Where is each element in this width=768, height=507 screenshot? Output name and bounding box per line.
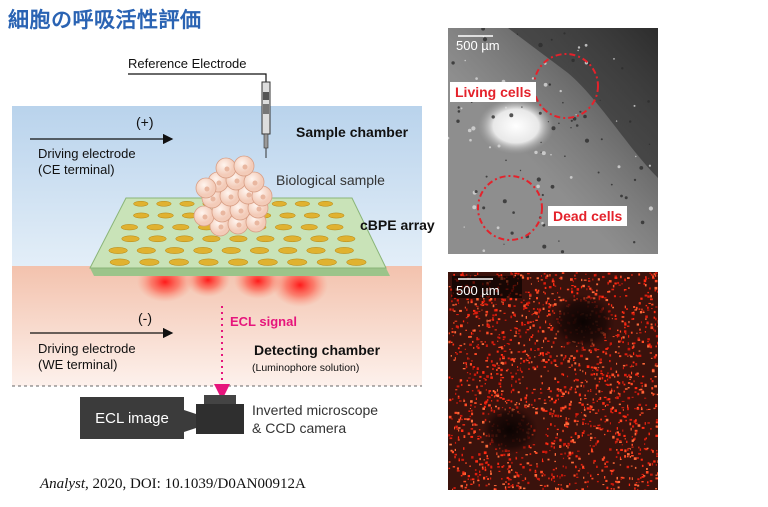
electrode-disc bbox=[346, 258, 367, 266]
electrode-disc-grid bbox=[108, 201, 367, 266]
electrode-disc bbox=[157, 212, 174, 219]
electrode-disc bbox=[109, 258, 130, 266]
driving-electrode-ce-label: Driving electrode bbox=[38, 146, 136, 161]
biological-sample-label: Biological sample bbox=[276, 172, 385, 188]
electrode-disc bbox=[316, 258, 337, 266]
electrode-disc bbox=[198, 258, 219, 266]
electrode-disc bbox=[249, 247, 270, 254]
electrode-disc bbox=[121, 235, 140, 243]
electrode-disc bbox=[146, 224, 164, 231]
electrode-disc bbox=[228, 258, 249, 266]
electrode-disc bbox=[229, 235, 248, 243]
electrode-disc bbox=[221, 247, 241, 254]
electrode-disc bbox=[168, 258, 189, 266]
electrode-disc bbox=[326, 224, 344, 231]
electrode-disc bbox=[120, 224, 138, 231]
biological-sample-cells bbox=[193, 155, 273, 237]
electrode-disc bbox=[337, 235, 356, 243]
ce-terminal-label: (CE terminal) bbox=[38, 162, 115, 177]
cbpe-array-label: cBPE array bbox=[360, 217, 435, 233]
sample-chamber-label: Sample chamber bbox=[296, 124, 409, 140]
electrode-disc bbox=[256, 235, 275, 243]
plus-sign: (+) bbox=[136, 114, 154, 130]
electrode-disc bbox=[202, 235, 221, 243]
dead-cells-label: Dead cells bbox=[548, 206, 628, 226]
citation-journal: Analyst bbox=[40, 476, 85, 492]
electrode-disc bbox=[278, 247, 298, 254]
electrode-disc bbox=[133, 212, 150, 219]
reference-electrode-label: Reference Electrode bbox=[128, 56, 247, 71]
luminophore-solution-label: (Luminophore solution) bbox=[252, 362, 360, 374]
electrode-disc bbox=[310, 235, 329, 243]
electrode-disc bbox=[274, 224, 293, 231]
electrode-disc bbox=[328, 212, 345, 219]
electrode-disc bbox=[133, 201, 149, 207]
electrode-disc bbox=[303, 212, 320, 219]
electrode-disc bbox=[334, 247, 354, 254]
ecl-signal-label: ECL signal bbox=[230, 314, 297, 329]
ccd-camera-label: & CCD camera bbox=[252, 420, 347, 436]
we-terminal-label: (WE terminal) bbox=[38, 357, 118, 372]
electrode-disc bbox=[283, 235, 302, 243]
device-schematic bbox=[12, 73, 422, 434]
ecl-micrograph bbox=[448, 272, 658, 490]
ccd-camera-icon bbox=[184, 395, 244, 434]
inverted-microscope-label: Inverted microscope bbox=[252, 402, 379, 418]
electrode-disc bbox=[179, 201, 195, 207]
electrode-disc bbox=[139, 258, 160, 266]
electrode-disc bbox=[279, 212, 296, 219]
driving-electrode-we-label: Driving electrode bbox=[38, 341, 136, 356]
electrode-disc bbox=[300, 224, 318, 231]
electrode-disc bbox=[294, 201, 310, 207]
electrode-disc bbox=[156, 201, 172, 207]
detecting-chamber-label: Detecting chamber bbox=[254, 342, 381, 358]
electrode-disc bbox=[193, 247, 213, 254]
electrode-disc bbox=[148, 235, 167, 243]
electrode-disc bbox=[271, 201, 287, 207]
ecl-image-label: ECL image bbox=[80, 397, 184, 439]
electrode-disc bbox=[306, 247, 326, 254]
electrode-disc bbox=[175, 235, 194, 243]
page-title: 細胞の呼吸活性評価 bbox=[8, 8, 202, 32]
bottom-scale-bar-label: 500 µm bbox=[456, 283, 500, 298]
citation-details: , 2020, DOI: 10.1039/D0AN00912A bbox=[85, 476, 306, 492]
electrode-disc bbox=[287, 258, 308, 266]
electrode-disc bbox=[172, 224, 190, 231]
top-scale-bar-label: 500 µm bbox=[456, 38, 500, 53]
electrode-disc bbox=[108, 247, 128, 254]
electrode-disc bbox=[165, 247, 185, 254]
living-cells-label: Living cells bbox=[450, 82, 537, 102]
reference-electrode bbox=[261, 81, 271, 158]
electrode-disc bbox=[317, 201, 334, 207]
electrode-disc bbox=[257, 258, 278, 266]
minus-sign: (-) bbox=[138, 310, 152, 326]
electrode-disc bbox=[136, 247, 156, 254]
citation: Analyst, 2020, DOI: 10.1039/D0AN00912A bbox=[40, 476, 306, 493]
